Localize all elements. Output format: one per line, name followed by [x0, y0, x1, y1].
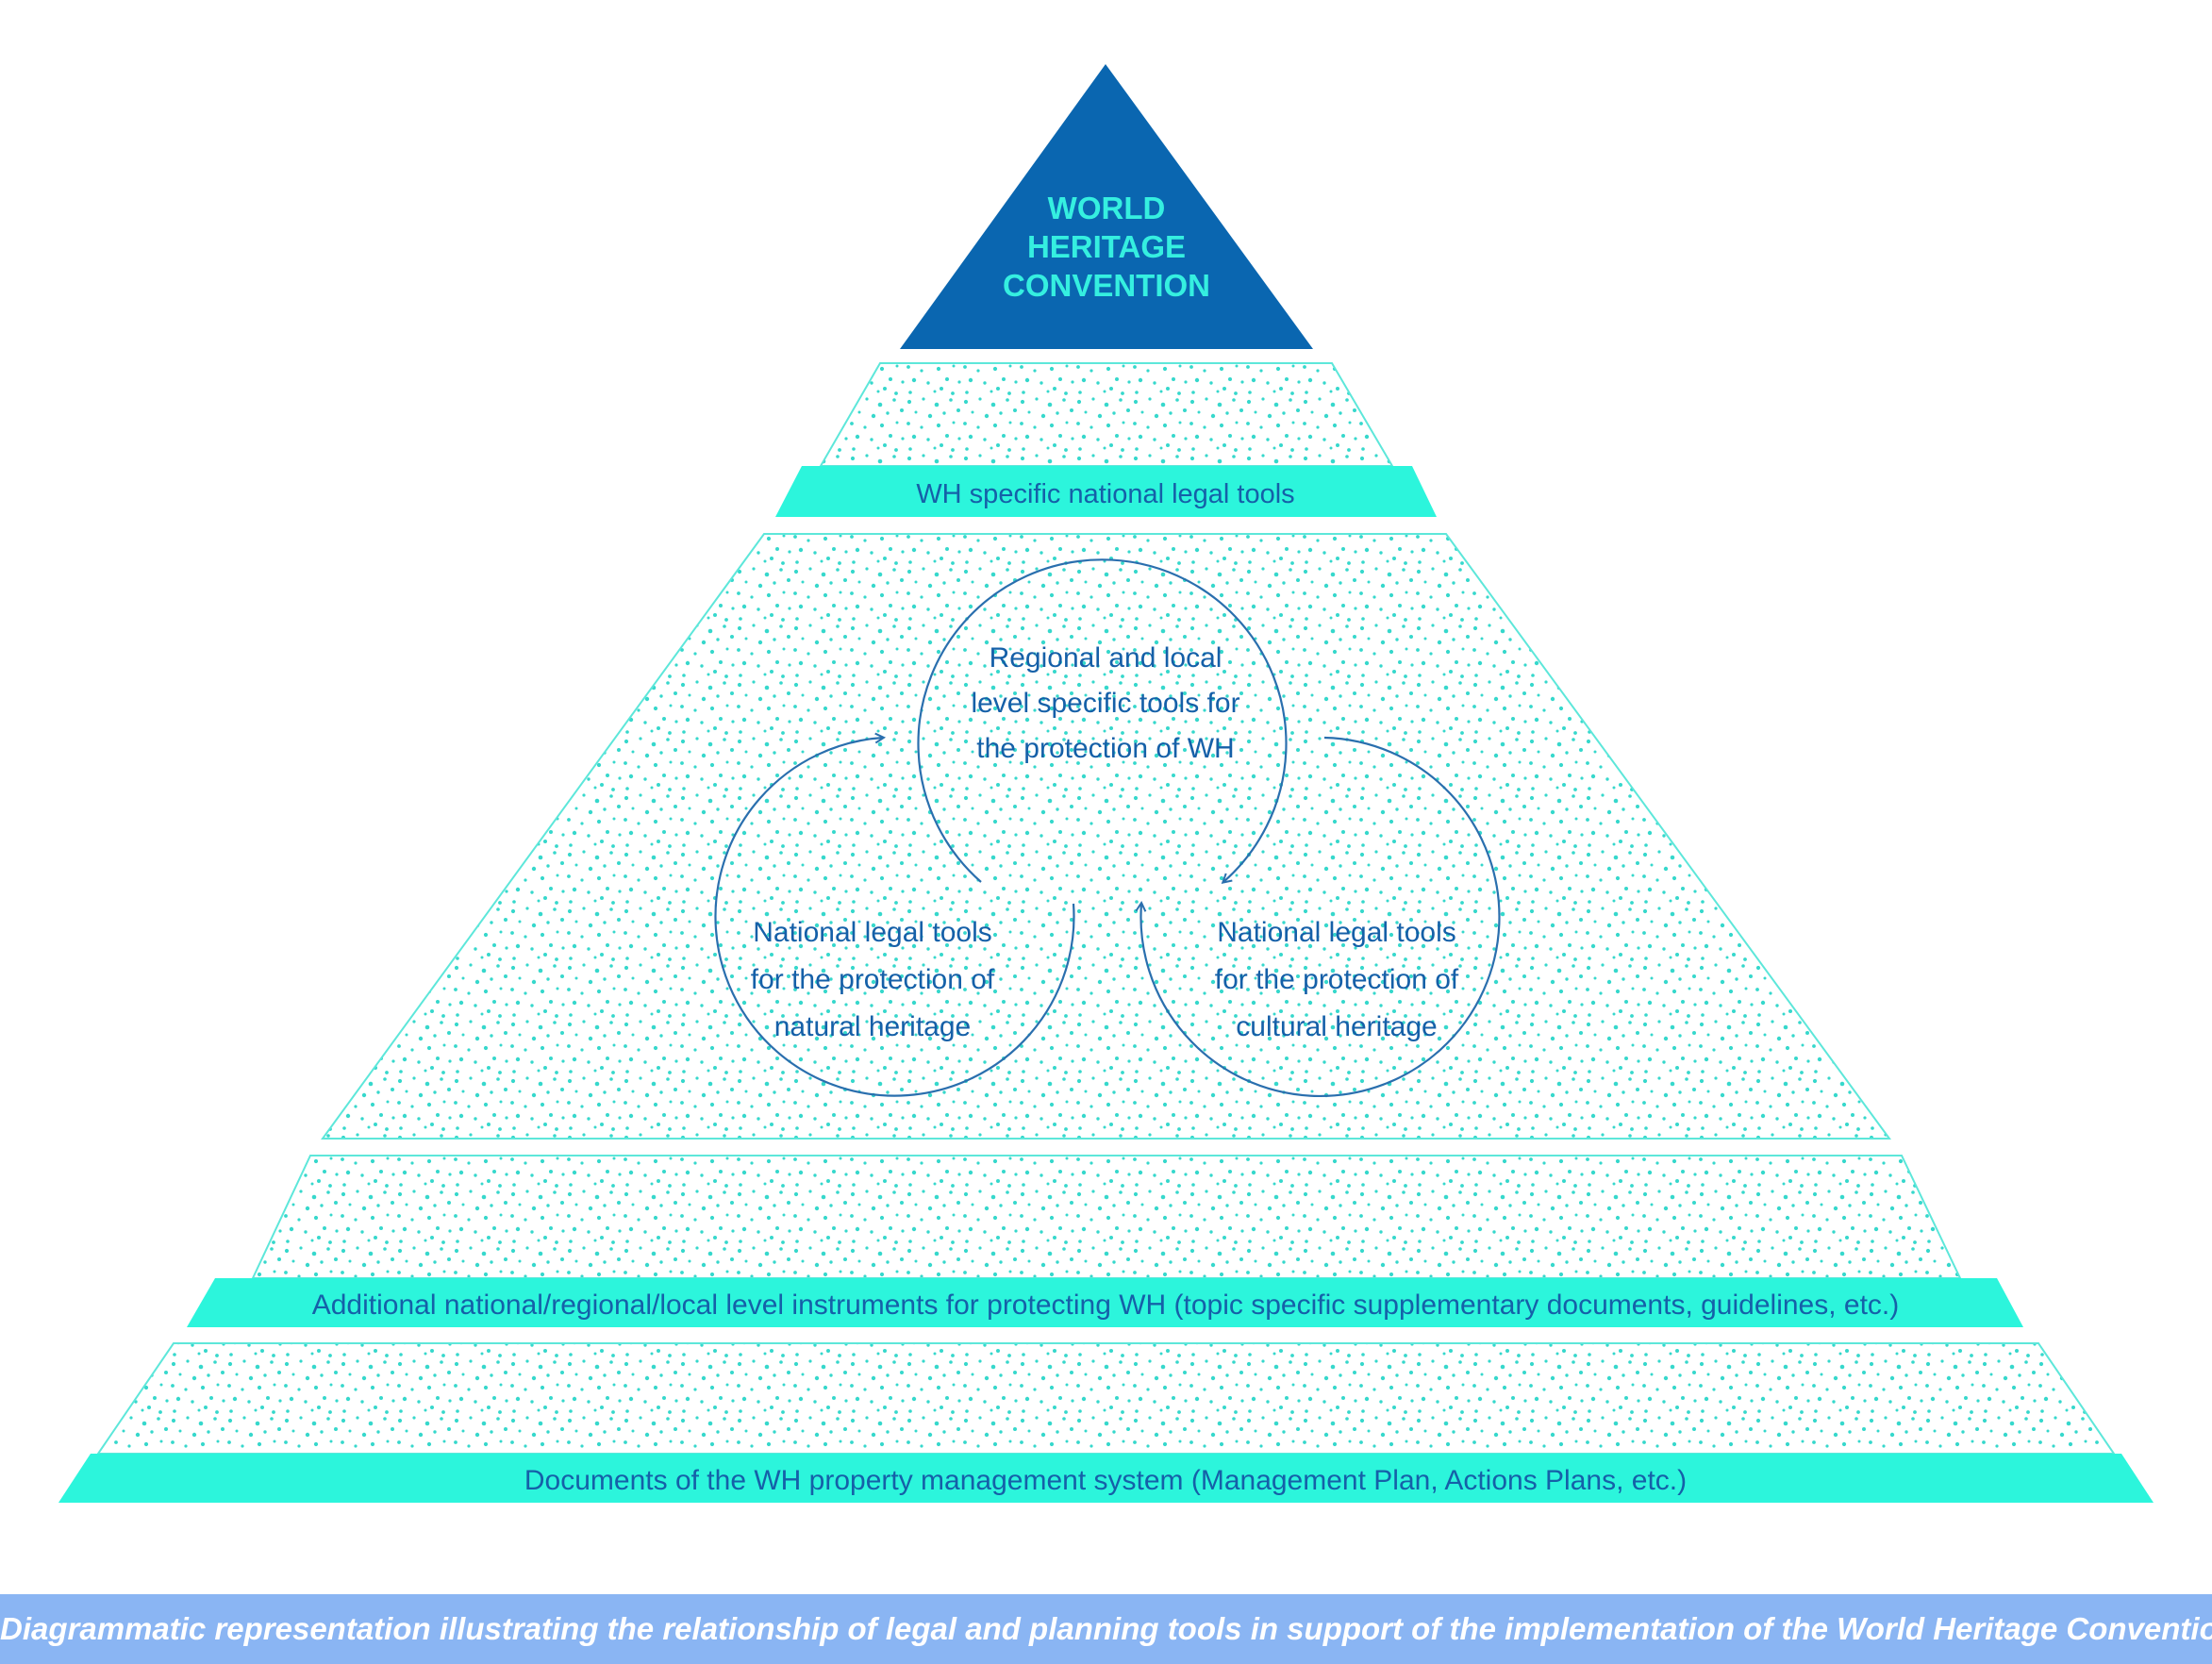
cycle-regional-line2: level specific tools for — [971, 688, 1239, 719]
tier-additional-label: Additional national/regional/local level… — [312, 1290, 1900, 1321]
pyramid-diagram: WORLD HERITAGE CONVENTION WH specific na… — [58, 64, 2154, 1503]
cycle-natural-line3: natural heritage — [774, 1011, 971, 1042]
cycle-regional-line3: the protection of WH — [976, 733, 1234, 764]
cycle-cultural-line1: National legal tools — [1217, 917, 1456, 948]
cycle-natural-line1: National legal tools — [753, 917, 992, 948]
apex-title-line2: HERITAGE — [1027, 229, 1186, 264]
tier-wh-specific-dotted — [819, 362, 1394, 467]
tier-additional-dotted — [251, 1155, 1962, 1279]
apex-title-line3: CONVENTION — [1003, 268, 1210, 303]
apex-triangle — [900, 64, 1313, 349]
cycle-arrow-natural — [714, 738, 1075, 1097]
tier-wh-specific-label: WH specific national legal tools — [916, 479, 1294, 509]
cycle-cultural-line2: for the protection of — [1215, 964, 1459, 995]
tier-documents-band — [58, 1454, 2154, 1503]
figure-caption: Diagrammatic representation illustrating… — [0, 1594, 2212, 1664]
tier-documents-label: Documents of the WH property management … — [524, 1465, 1687, 1496]
cycle-regional-line1: Regional and local — [990, 642, 1222, 674]
cycle-arrow-regional — [917, 558, 1288, 882]
apex-title-line1: WORLD — [1048, 191, 1166, 225]
tier-national-tools-dotted — [321, 533, 1891, 1140]
cycle-arrow-cultural — [1140, 736, 1501, 1098]
cycle-cultural-line3: cultural heritage — [1236, 1011, 1437, 1042]
tier-wh-specific-band — [775, 466, 1437, 517]
tier-additional-band — [187, 1278, 2023, 1327]
cycle-natural-line2: for the protection of — [751, 964, 995, 995]
tier-documents-dotted — [96, 1342, 2116, 1455]
